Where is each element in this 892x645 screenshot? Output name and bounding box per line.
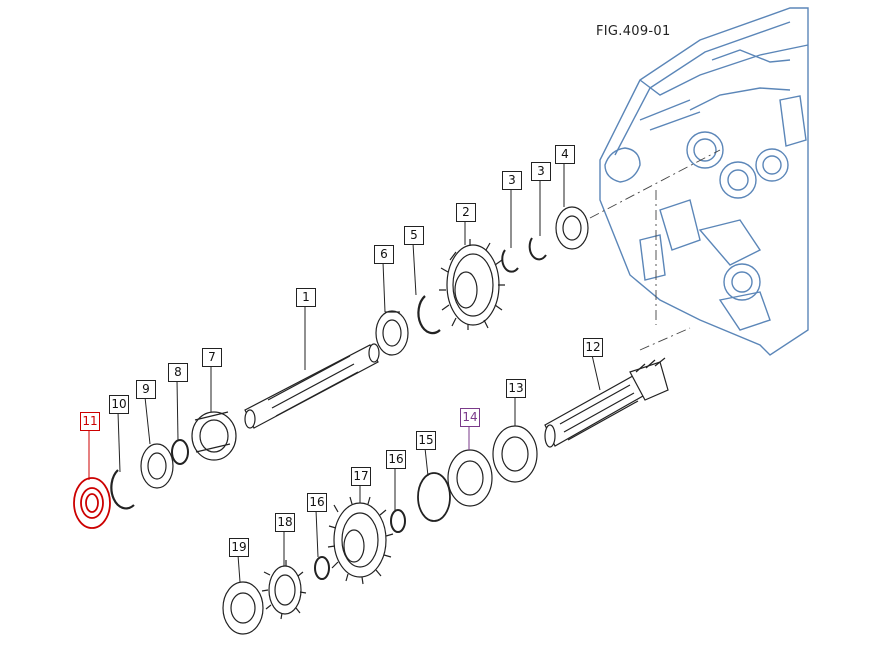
callout-part-7[interactable]: 7 xyxy=(202,348,222,367)
callout-part-13[interactable]: 13 xyxy=(506,379,526,398)
lower-shaft-assembly xyxy=(222,357,669,635)
callout-part-2[interactable]: 2 xyxy=(456,203,476,222)
figure-label: FIG.409-01 xyxy=(596,24,671,39)
callout-part-16-b[interactable]: 16 xyxy=(307,493,327,512)
callout-part-9[interactable]: 9 xyxy=(136,380,156,399)
callout-part-8[interactable]: 8 xyxy=(168,363,188,382)
transmission-housing xyxy=(599,7,809,356)
callout-part-11[interactable]: 11 xyxy=(80,412,100,431)
callout-part-10[interactable]: 10 xyxy=(109,395,129,414)
callout-part-3-b[interactable]: 3 xyxy=(531,162,551,181)
callout-part-19[interactable]: 19 xyxy=(229,538,249,557)
callout-part-5[interactable]: 5 xyxy=(404,226,424,245)
callout-part-12[interactable]: 12 xyxy=(583,338,603,357)
callout-part-4[interactable]: 4 xyxy=(555,145,575,164)
callout-part-17[interactable]: 17 xyxy=(351,467,371,486)
callout-part-14[interactable]: 14 xyxy=(460,408,480,427)
callout-part-16[interactable]: 16 xyxy=(386,450,406,469)
callout-part-15[interactable]: 15 xyxy=(416,431,436,450)
part-11-seal[interactable] xyxy=(73,477,111,529)
callout-part-1[interactable]: 1 xyxy=(296,288,316,307)
callout-part-18[interactable]: 18 xyxy=(275,513,295,532)
callout-part-6[interactable]: 6 xyxy=(374,245,394,264)
upper-shaft-assembly xyxy=(110,206,589,510)
callout-part-3[interactable]: 3 xyxy=(502,171,522,190)
center-lines xyxy=(589,149,721,351)
leader-lines xyxy=(88,162,601,583)
